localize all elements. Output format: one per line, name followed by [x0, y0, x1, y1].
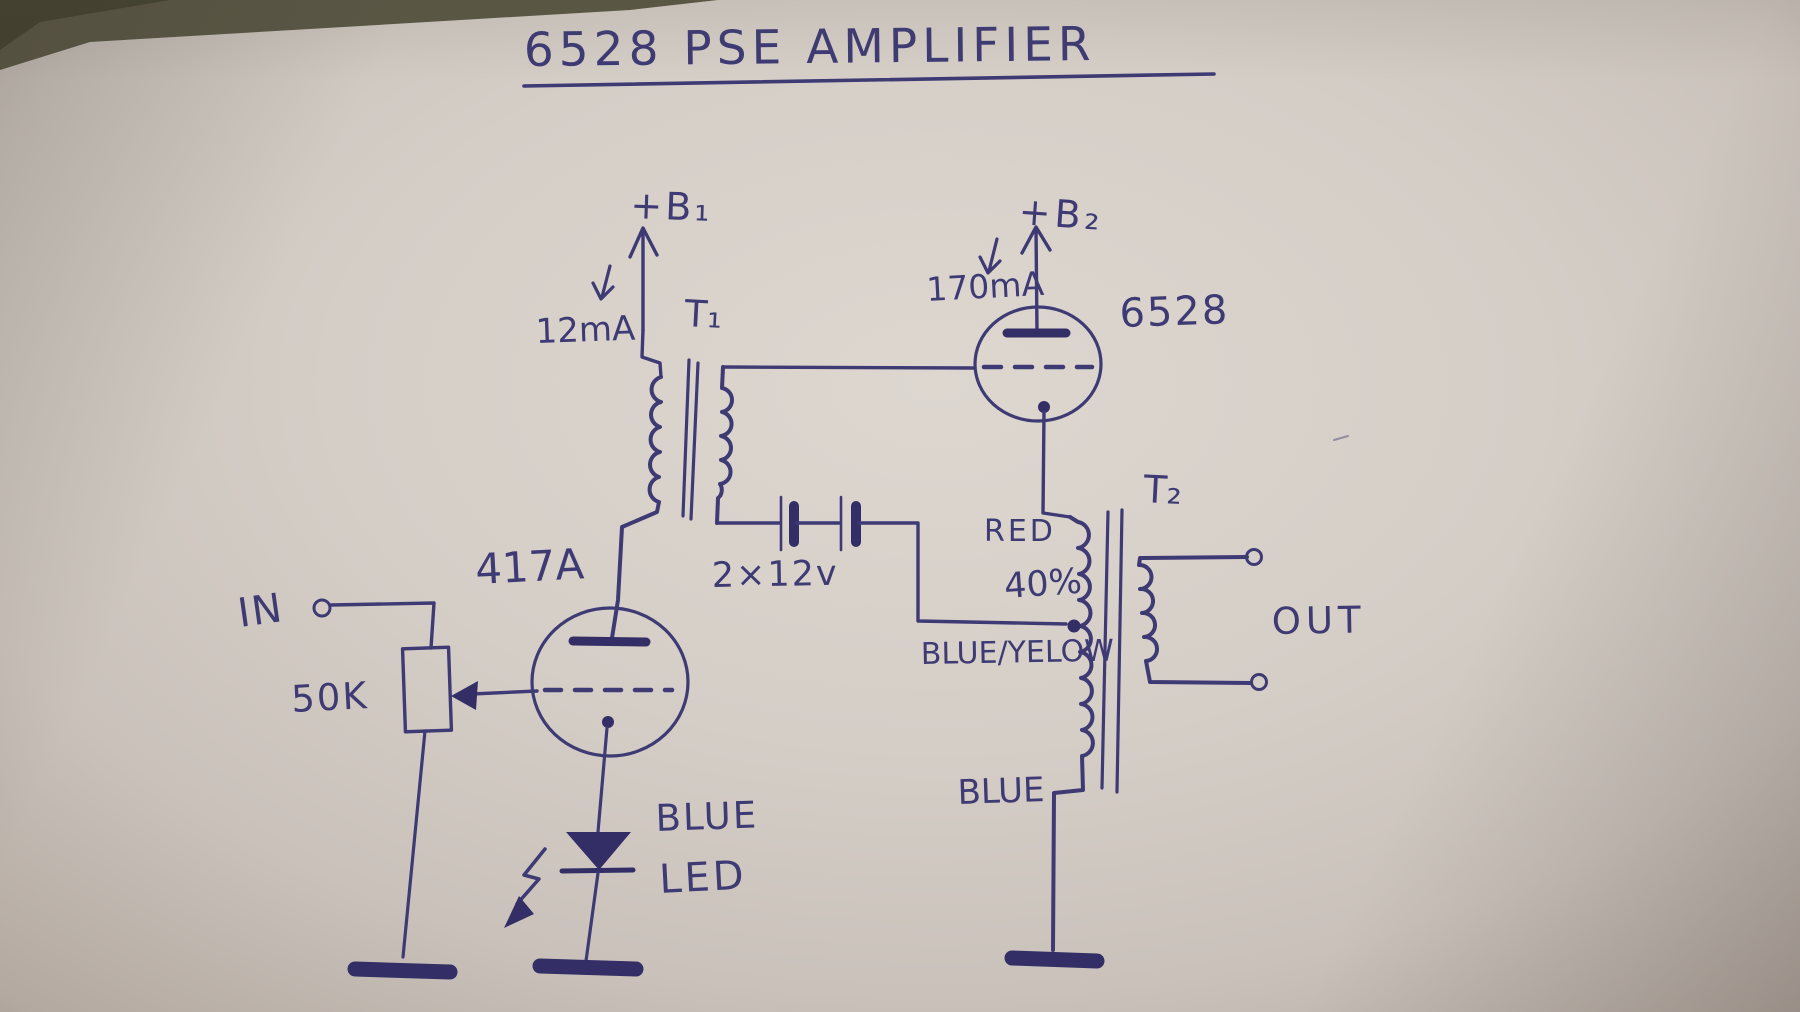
- b1-current-arrow: [591, 264, 615, 301]
- t2-tap-percent-label: 40%: [1003, 562, 1083, 607]
- bias-battery: 2×12v: [711, 495, 1068, 626]
- tube-6528: 6528: [973, 287, 1230, 519]
- schematic-title: 6528 PSE AMPLIFIER: [524, 17, 1096, 78]
- t1-primary-feed: [640, 328, 663, 379]
- b1-current-label: 12mA: [535, 309, 636, 352]
- grid-wire-6528: [721, 365, 976, 370]
- input-ground-bar: [347, 961, 458, 980]
- led-bottom-lead: [584, 871, 600, 963]
- t2-secondary-winding: [1137, 555, 1253, 685]
- t2-core: [1100, 508, 1124, 794]
- out-label: OUT: [1271, 598, 1366, 643]
- t1-transformer: T₁: [610, 292, 976, 640]
- input-section: IN 50K: [235, 585, 539, 980]
- tube-6528-label: 6528: [1119, 287, 1230, 337]
- led-ground-bar: [532, 958, 644, 977]
- battery-wire-to-tap: [857, 521, 1068, 626]
- b2-supply: +B₂ 170mA: [925, 189, 1105, 334]
- tube-417a: 417A: [474, 539, 690, 834]
- b2-label: +B₂: [1017, 189, 1105, 239]
- t2-primary-winding: [1051, 515, 1095, 952]
- t2-transformer: T₂ OUT RED 40% BLUE/YELOW BLUE: [921, 435, 1366, 969]
- led-label: LED: [658, 852, 748, 903]
- title-underline: [522, 72, 1216, 88]
- in-terminal: [312, 598, 332, 618]
- tube-417a-plate: [568, 636, 651, 647]
- tube-417a-label: 417A: [474, 539, 586, 594]
- b1-label: +B₁: [630, 183, 714, 230]
- led-cathode-bar: [559, 867, 636, 874]
- t2-lead-blue-label: BLUE: [957, 770, 1045, 813]
- out-terminal-top: [1245, 548, 1263, 566]
- b2-current-arrow: [978, 237, 1002, 275]
- tube-6528-envelope: [973, 305, 1103, 423]
- t2-tap-dot: [1067, 619, 1081, 633]
- t2-ground-bar: [1004, 950, 1105, 969]
- stray-pen-mark: [1333, 435, 1349, 441]
- t1-core: [681, 358, 700, 521]
- pot-body: [400, 645, 454, 734]
- tube-6528-cathode-lead: [1041, 410, 1072, 519]
- led-lightning-arrow: [515, 847, 547, 906]
- t2-lead-red-label: RED: [984, 514, 1056, 549]
- in-wire: [329, 601, 436, 650]
- b2-current-label: 170mA: [925, 264, 1045, 309]
- in-label: IN: [235, 585, 287, 637]
- t2-lead-tap-label: BLUE/YELOW: [921, 634, 1115, 672]
- tube-417a-envelope: [530, 606, 690, 758]
- title-block: 6528 PSE AMPLIFIER: [522, 17, 1216, 88]
- pot-value-label: 50K: [290, 674, 370, 721]
- tube-417a-cathode-dot: [602, 716, 614, 728]
- t1-secondary-winding: [715, 365, 734, 525]
- pot-bottom-lead: [401, 729, 427, 959]
- led-lightning-arrowhead: [504, 896, 534, 928]
- t1-primary-winding: [610, 375, 663, 640]
- battery-label: 2×12v: [711, 554, 839, 596]
- b2-arrow: [1020, 225, 1052, 334]
- tube-417a-cathode-lead: [596, 726, 609, 834]
- pot-wiper-arrowhead: [451, 681, 478, 710]
- out-terminal-bottom: [1250, 673, 1268, 691]
- led-color-label: BLUE: [655, 793, 759, 840]
- led-triangle: [566, 832, 631, 870]
- paper-edge-carpet: [0, 0, 718, 70]
- b1-supply: +B₁ 12mA: [535, 183, 713, 352]
- b1-arrow: [628, 226, 659, 332]
- cathode-led: BLUE LED: [504, 793, 759, 977]
- pot-wiper-wire: [470, 689, 539, 696]
- t1-label: T₁: [683, 292, 724, 337]
- t2-label: T₂: [1142, 467, 1184, 513]
- tube-6528-cathode-dot: [1038, 401, 1050, 413]
